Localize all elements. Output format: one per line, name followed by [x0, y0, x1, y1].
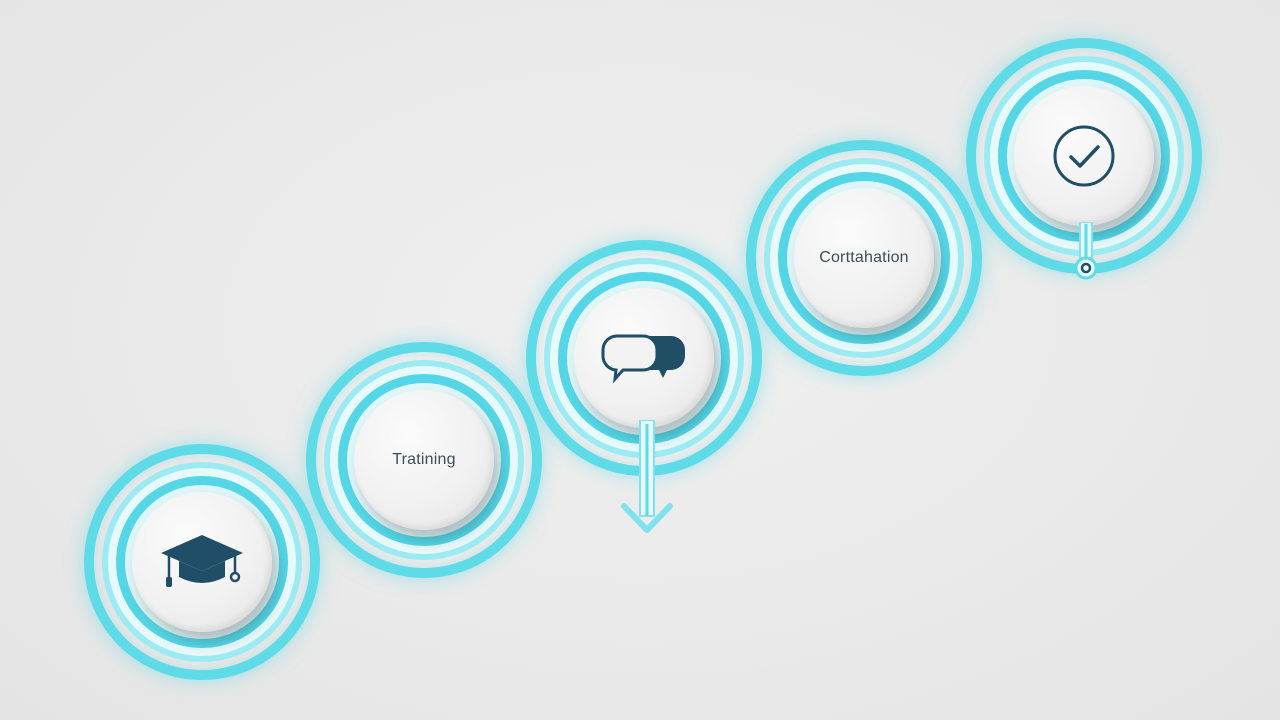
check-circle-icon [1053, 125, 1115, 187]
step-3-disc [574, 288, 714, 428]
step-1-outer-ring [84, 444, 320, 680]
step-1-disc [132, 492, 272, 632]
step-4-node: Corttahation [746, 140, 982, 376]
step-1-node [84, 444, 320, 680]
step-5-disc [1014, 86, 1154, 226]
step-2-node: Tratining [306, 342, 542, 578]
step-4-disc: Corttahation [794, 188, 934, 328]
step-2-outer-ring [306, 342, 542, 578]
step-4-outer-ring [746, 140, 982, 376]
down-arrow-connector [621, 420, 673, 533]
step-4-label: Corttahation [819, 249, 909, 266]
step-2-label: Tratining [392, 451, 456, 468]
graduation-cap-icon [161, 535, 243, 587]
step-2-disc: Tratining [354, 390, 494, 530]
speech-bubbles-icon [601, 334, 685, 384]
pin-connector [1074, 222, 1098, 280]
